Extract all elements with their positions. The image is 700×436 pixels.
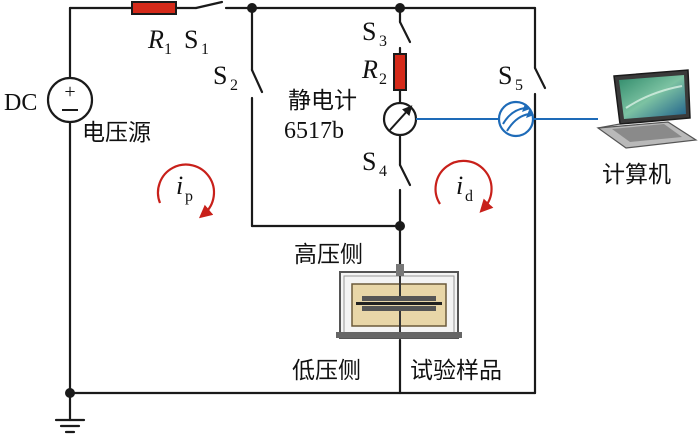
dc-label: DC: [4, 90, 37, 116]
sample-label: 试验样品: [410, 358, 502, 384]
test-sample-fixture: [336, 264, 462, 339]
wireless-link-icon: [497, 100, 535, 138]
s1-label: S: [184, 25, 198, 54]
meter-model: 6517b: [284, 118, 344, 144]
junction-dots: [65, 3, 405, 398]
ground-icon: [54, 418, 86, 434]
loop-current-id: i d: [434, 159, 494, 213]
s3-subscript: 3: [379, 33, 387, 50]
s3-label: S: [362, 17, 376, 46]
low-side-label: 低压侧: [292, 358, 361, 384]
switch-s3: S 3: [362, 17, 387, 50]
loop-current-ip: i p: [156, 163, 216, 219]
r1-label: R: [147, 25, 164, 54]
r2-label: R: [361, 55, 378, 84]
switch-s4: S 4: [362, 147, 387, 180]
high-side-label: 高压侧: [294, 242, 363, 268]
laptop-icon: [596, 69, 698, 149]
resistor-r2: R 2: [361, 53, 407, 91]
ip-label: i: [176, 171, 183, 200]
ip-subscript: p: [185, 188, 193, 205]
source-label: 电压源: [82, 120, 151, 146]
computer-label: 计算机: [602, 162, 671, 188]
id-subscript: d: [465, 188, 473, 205]
switch-s5: S 5: [498, 61, 523, 94]
switch-s1: S 1: [184, 25, 209, 58]
circuit-wires: [68, 0, 547, 422]
s1-subscript: 1: [201, 41, 209, 58]
s4-label: S: [362, 147, 376, 176]
ammeter-icon: [382, 101, 418, 137]
plus-sign: +: [64, 81, 75, 103]
r2-subscript: 2: [379, 71, 387, 88]
s2-label: S: [213, 61, 227, 90]
s2-subscript: 2: [230, 77, 238, 94]
s5-subscript: 5: [515, 77, 523, 94]
r1-subscript: 1: [164, 41, 172, 58]
switch-s2: S 2: [213, 61, 238, 94]
s5-label: S: [498, 61, 512, 90]
id-label: i: [456, 171, 463, 200]
dc-source: +: [46, 76, 94, 124]
meter-name: 静电计: [288, 88, 357, 114]
resistor-r1: R 1: [131, 1, 177, 58]
s4-subscript: 4: [379, 163, 387, 180]
